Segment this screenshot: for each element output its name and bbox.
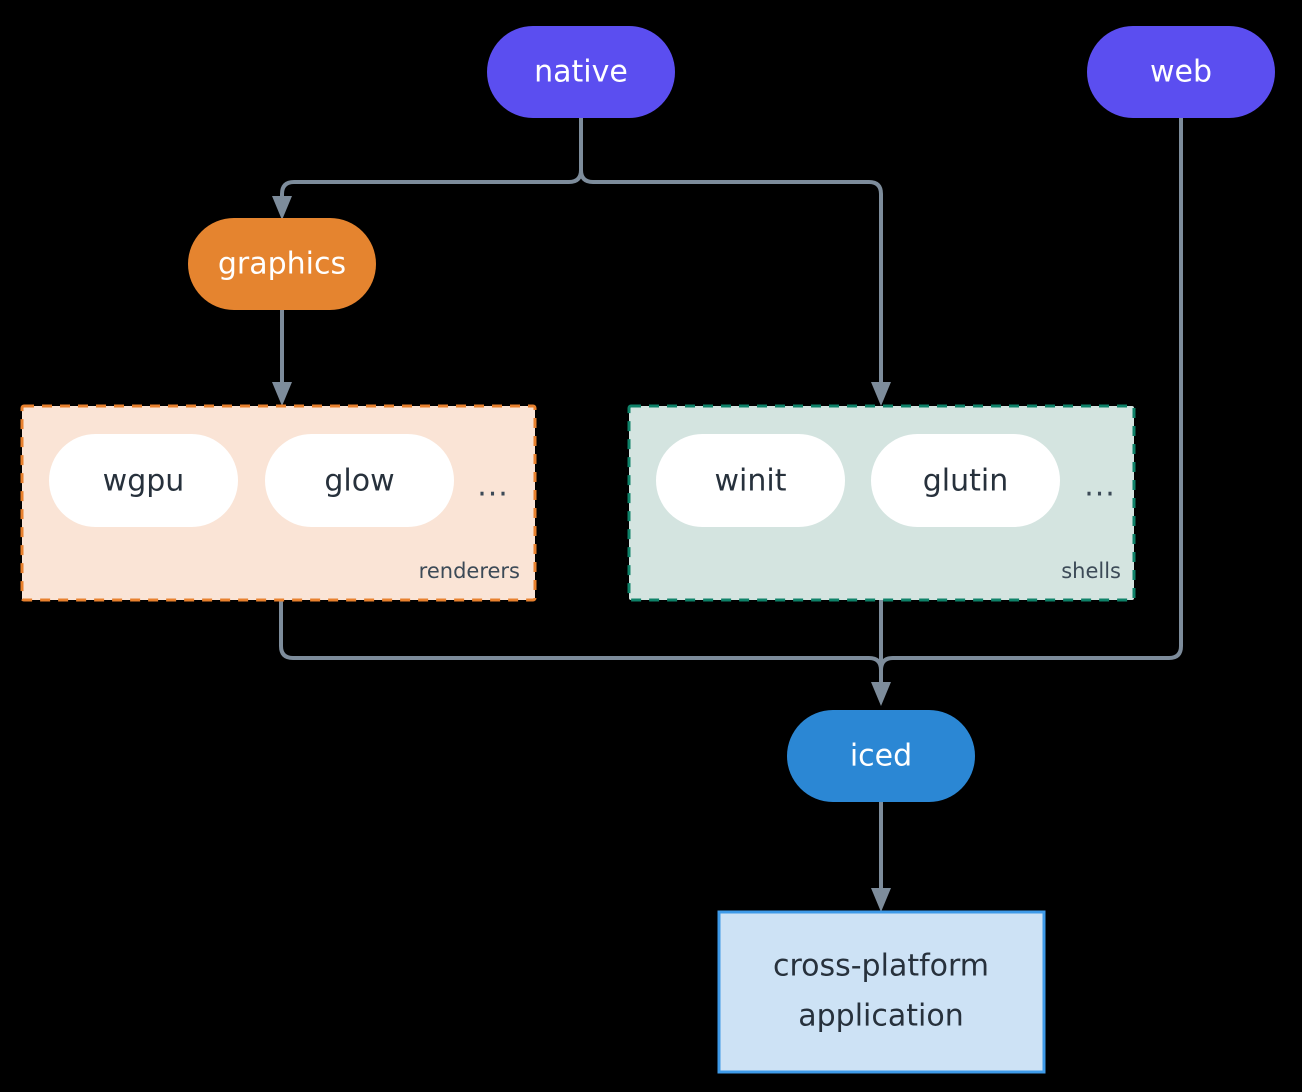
node-iced-label: iced [850, 739, 912, 774]
node-application[interactable]: cross-platform application [717, 910, 1046, 1074]
node-application-label-line-2: application [798, 999, 963, 1034]
edge-native-to-graphics [280, 118, 583, 196]
shells-overflow-ellipsis: ... [1084, 469, 1116, 504]
node-glow-pill [265, 434, 454, 527]
node-wgpu-label: wgpu [103, 464, 185, 499]
node-native-label: native [534, 55, 628, 90]
node-web-pill [1087, 26, 1275, 118]
group-shells: winit glutin ... shells [627, 404, 1136, 602]
node-application-label-line-1: cross-platform [773, 949, 989, 984]
node-wgpu[interactable]: wgpu [49, 434, 238, 527]
node-iced-pill [787, 710, 975, 802]
node-graphics[interactable]: graphics [188, 218, 376, 310]
node-winit-label: winit [715, 464, 787, 499]
node-glow-label: glow [324, 464, 394, 499]
node-native[interactable]: native [487, 26, 675, 118]
edge-native-to-shells [579, 118, 883, 384]
node-application-box [717, 910, 1046, 1074]
node-winit[interactable]: winit [656, 434, 845, 527]
group-renderers: wgpu glow ... renderers [20, 404, 537, 602]
arrowhead-shells [871, 382, 891, 406]
node-graphics-label: graphics [218, 247, 346, 282]
node-wgpu-pill [49, 434, 238, 527]
node-native-pill [487, 26, 675, 118]
arrowhead-renderers [272, 382, 292, 406]
renderers-overflow-ellipsis: ... [477, 469, 509, 504]
edge-web-to-iced [879, 118, 1183, 682]
node-glow[interactable]: glow [265, 434, 454, 527]
node-glutin-pill [871, 434, 1060, 527]
group-renderers-caption: renderers [419, 559, 520, 583]
edge-renderers-to-iced [279, 600, 883, 682]
edge-layer [272, 118, 1183, 912]
node-web[interactable]: web [1087, 26, 1275, 118]
node-graphics-pill [188, 218, 376, 310]
node-glutin[interactable]: glutin [871, 434, 1060, 527]
node-winit-pill [656, 434, 845, 527]
arrowhead-graphics [272, 196, 292, 220]
arrowhead-application [871, 888, 891, 912]
arrowhead-iced [871, 682, 891, 706]
node-glutin-label: glutin [923, 464, 1009, 499]
node-web-label: web [1150, 55, 1212, 90]
group-shells-caption: shells [1061, 559, 1121, 583]
node-iced[interactable]: iced [787, 710, 975, 802]
